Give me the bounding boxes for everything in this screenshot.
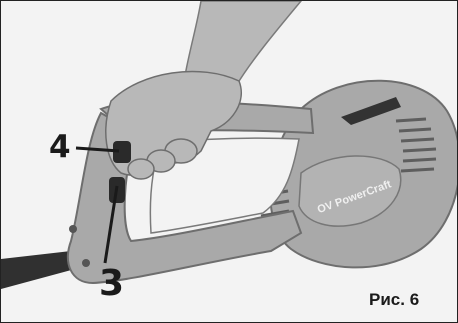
handle-screw: [82, 259, 90, 267]
side-screw: [69, 225, 77, 233]
callout-3-label: 3: [99, 263, 124, 304]
shaft-tube: [1, 251, 75, 289]
callout-4-label: 4: [49, 129, 71, 165]
figure-caption: Рис. 6: [369, 290, 419, 310]
